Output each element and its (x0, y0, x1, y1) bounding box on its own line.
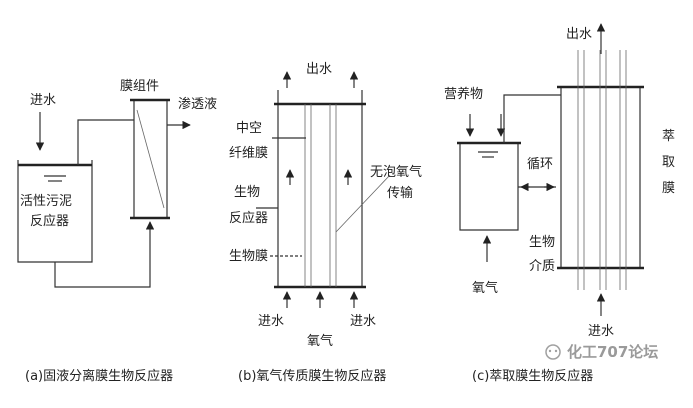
feed-pipe (77, 119, 134, 165)
caption-c: (c)萃取膜生物反应器 (472, 368, 593, 384)
inlet-left-label: 进水 (258, 314, 284, 329)
bubbleless-leader (335, 174, 391, 233)
bubbleless-label-1: 无泡氧气 (370, 164, 422, 180)
membrane-module-label: 膜组件 (120, 79, 159, 94)
reactor-label-2: 反应器 (30, 213, 69, 229)
chat-bubble-icon (545, 344, 561, 360)
bio-medium-label-2: 介质 (529, 259, 555, 274)
nutrient-tank (459, 143, 519, 231)
return-pipe (54, 243, 151, 288)
outlet-label-c: 出水 (566, 27, 592, 42)
return-pipe-c (503, 94, 561, 143)
panel-c: 营养物 氧气 循环 出水 进水 生物 介质 萃 取 膜 (c)萃取膜生物反应器 (444, 23, 675, 384)
permeate-label: 渗透液 (178, 97, 217, 112)
bio-medium-label-1: 生物 (529, 235, 555, 250)
panel-b: 出水 进水 进水 氧气 中空 纤维膜 生物 反应器 生物膜 无泡氧气 传输 (b… (229, 62, 422, 384)
caption-b: (b)氧气传质膜生物反应器 (238, 368, 386, 384)
hollow-label-1: 中空 (236, 121, 262, 136)
extraction-label-2: 取 (662, 155, 675, 170)
hollow-label-2: 纤维膜 (229, 146, 268, 161)
membrane-diagonal (136, 109, 165, 209)
watermark: 化工707论坛 (545, 343, 658, 361)
biofilm-label: 生物膜 (229, 249, 268, 264)
reactor-label-1: 活性污泥 (20, 194, 72, 209)
inlet-right-label: 进水 (350, 314, 376, 329)
watermark-text: 化工707论坛 (567, 343, 658, 361)
activated-sludge-tank (17, 160, 93, 263)
outlet-label: 出水 (306, 62, 332, 77)
panel-a: 进水 活性污泥 反应器 膜组件 渗透液 (a)固液分离膜生物反应器 (17, 79, 217, 384)
extraction-label-1: 萃 (662, 129, 675, 144)
caption-a: (a)固液分离膜生物反应器 (25, 368, 173, 384)
nutrients-label: 营养物 (444, 86, 483, 102)
bioreactor-label-1: 生物 (234, 185, 260, 200)
oxygen-label-c: 氧气 (472, 280, 498, 296)
bubbleless-label-2: 传输 (387, 185, 413, 201)
extraction-label-3: 膜 (662, 181, 675, 196)
circulation-label: 循环 (527, 157, 553, 172)
inlet-label: 进水 (30, 93, 56, 108)
oxygen-label: 氧气 (307, 333, 333, 349)
bioreactor-label-2: 反应器 (229, 210, 268, 226)
inlet-label-c: 进水 (588, 324, 614, 339)
